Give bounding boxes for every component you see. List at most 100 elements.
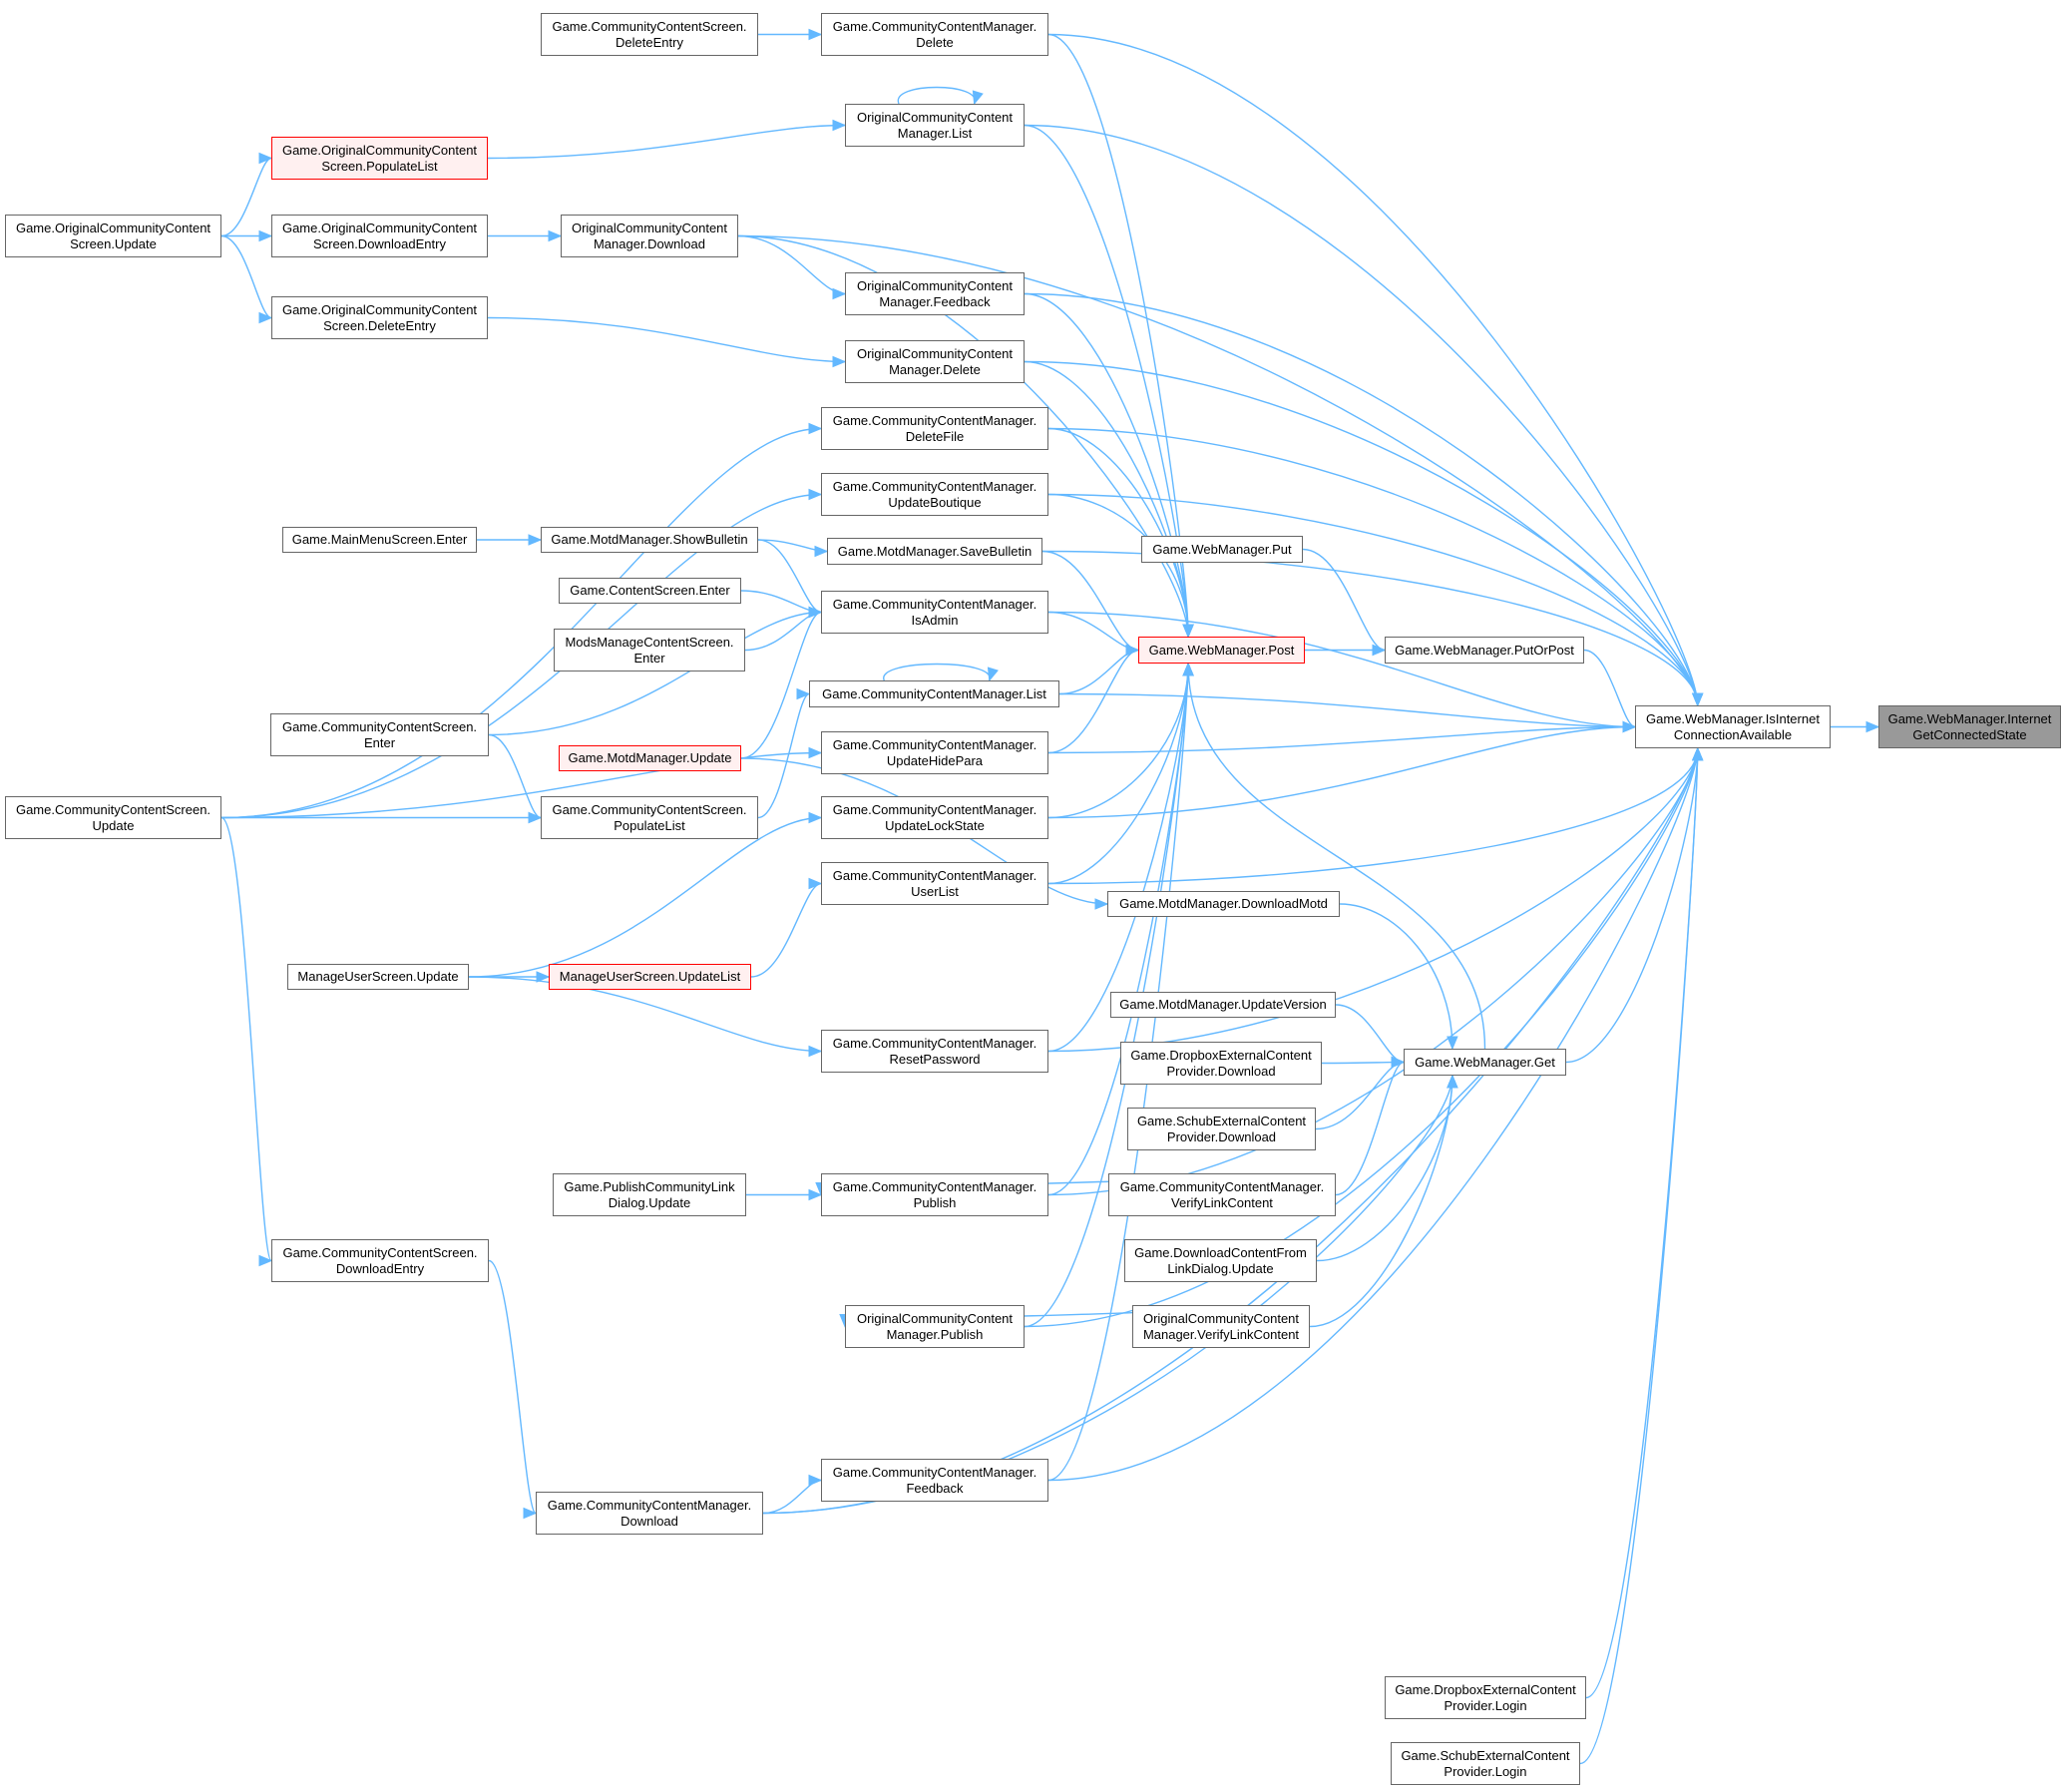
edge-ccs-update-to-ccm-updatehidepara	[220, 751, 822, 819]
node-schub-login[interactable]: Game.SchubExternalContent Provider.Login	[1391, 1742, 1580, 1785]
node-ccm-feedback[interactable]: Game.CommunityContentManager. Feedback	[821, 1459, 1048, 1502]
node-wm-isinternet[interactable]: Game.WebManager.IsInternet ConnectionAva…	[1635, 705, 1831, 748]
node-dlfromlink-update[interactable]: Game.DownloadContentFrom LinkDialog.Upda…	[1124, 1239, 1317, 1282]
edge-mus-updatelist-to-ccm-userlist-arrowhead	[808, 877, 823, 890]
edge-ccm-publish-to-wm-post	[1047, 663, 1189, 1196]
node-ccm-list[interactable]: Game.CommunityContentManager.List	[809, 680, 1059, 707]
edge-motd-update-to-motd-downloadmotd-arrowhead	[1094, 898, 1109, 910]
node-motd-update[interactable]: Game.MotdManager.Update	[559, 745, 741, 771]
node-wm-put[interactable]: Game.WebManager.Put	[1141, 536, 1303, 563]
node-occs-populatelist[interactable]: Game.OriginalCommunityContent Screen.Pop…	[271, 137, 488, 180]
node-occm-verifylink[interactable]: OriginalCommunityContent Manager.VerifyL…	[1132, 1305, 1310, 1348]
node-motd-updateversion[interactable]: Game.MotdManager.UpdateVersion	[1110, 992, 1336, 1018]
edge-dropbox-login-to-wm-isinternet	[1585, 747, 1699, 1699]
node-ccm-updatehidepara[interactable]: Game.CommunityContentManager. UpdateHide…	[821, 731, 1048, 774]
node-mus-updatelist[interactable]: ManageUserScreen.UpdateList	[549, 964, 751, 990]
node-ccs-downloadentry[interactable]: Game.CommunityContentScreen. DownloadEnt…	[271, 1239, 489, 1282]
edge-mus-update-to-ccm-updatelockstate	[468, 816, 822, 978]
edge-ccm-verifylink-to-wm-get-arrowhead	[1391, 1056, 1406, 1069]
node-ccm-updatelockstate[interactable]: Game.CommunityContentManager. UpdateLock…	[821, 796, 1048, 839]
edge-schub-download-to-wm-get	[1315, 1061, 1405, 1130]
node-mods-enter[interactable]: ModsManageContentScreen. Enter	[554, 629, 745, 672]
node-contentscreen-enter[interactable]: Game.ContentScreen.Enter	[559, 578, 741, 604]
node-occm-list[interactable]: OriginalCommunityContent Manager.List	[845, 104, 1025, 147]
edge-motd-savebulletin-to-wm-isinternet-arrowhead	[1691, 692, 1704, 707]
edge-ccm-userlist-to-wm-isinternet	[1047, 747, 1699, 885]
edge-motd-savebulletin-to-wm-post-arrowhead	[1125, 644, 1140, 657]
edge-ccs-downloadentry-to-ccm-download	[488, 1259, 537, 1515]
node-wm-get[interactable]: Game.WebManager.Get	[1404, 1049, 1566, 1076]
node-motd-showbulletin[interactable]: Game.MotdManager.ShowBulletin	[541, 527, 758, 553]
node-dropbox-login[interactable]: Game.DropboxExternalContent Provider.Log…	[1385, 1676, 1586, 1719]
node-ccm-delete[interactable]: Game.CommunityContentManager. Delete	[821, 13, 1048, 56]
node-ccs-deleteentry[interactable]: Game.CommunityContentScreen. DeleteEntry	[541, 13, 758, 56]
edge-mus-updatelist-to-ccm-userlist	[750, 882, 822, 978]
edge-wm-get-to-wm-post	[1187, 663, 1486, 1050]
edge-motd-downloadmotd-to-wm-get-arrowhead	[1447, 1036, 1458, 1051]
node-occs-update[interactable]: Game.OriginalCommunityContent Screen.Upd…	[5, 215, 221, 257]
edge-ccm-list-to-ccm-list	[883, 663, 991, 681]
edge-motd-updateversion-to-wm-get	[1335, 1004, 1405, 1064]
node-motd-downloadmotd[interactable]: Game.MotdManager.DownloadMotd	[1107, 891, 1340, 917]
edge-ccs-downloadentry-to-ccm-download-arrowhead	[523, 1507, 538, 1520]
node-wm-putorpost[interactable]: Game.WebManager.PutOrPost	[1385, 637, 1584, 664]
edge-motd-savebulletin-to-wm-post	[1041, 550, 1139, 652]
edge-occm-list-to-occm-list	[897, 86, 976, 105]
node-schub-download[interactable]: Game.SchubExternalContent Provider.Downl…	[1127, 1108, 1316, 1150]
node-ccs-populatelist[interactable]: Game.CommunityContentScreen. PopulateLis…	[541, 796, 758, 839]
edge-occm-delete-to-wm-isinternet	[1024, 360, 1699, 706]
edge-ccm-deletefile-to-wm-isinternet	[1047, 427, 1699, 706]
node-occs-deleteentry[interactable]: Game.OriginalCommunityContent Screen.Del…	[271, 296, 488, 339]
node-dropbox-download[interactable]: Game.DropboxExternalContent Provider.Dow…	[1120, 1042, 1322, 1085]
node-ccs-update[interactable]: Game.CommunityContentScreen. Update	[5, 796, 221, 839]
node-occm-publish[interactable]: OriginalCommunityContent Manager.Publish	[845, 1305, 1025, 1348]
node-ccm-verifylink[interactable]: Game.CommunityContentManager. VerifyLink…	[1108, 1173, 1336, 1216]
node-ccm-isadmin[interactable]: Game.CommunityContentManager. IsAdmin	[821, 591, 1048, 634]
node-ccs-enter[interactable]: Game.CommunityContentScreen. Enter	[270, 713, 489, 756]
edge-ccs-update-to-ccs-populatelist-arrowhead	[528, 811, 543, 824]
edge-ccs-update-to-ccs-downloadentry	[220, 816, 272, 1262]
node-ccm-updateboutique[interactable]: Game.CommunityContentManager. UpdateBout…	[821, 473, 1048, 516]
edge-occs-deleteentry-to-occm-delete	[487, 316, 846, 363]
edge-ccm-updatelockstate-to-wm-post-arrowhead	[1182, 662, 1194, 676]
edge-ccm-list-to-wm-isinternet	[1058, 692, 1636, 728]
node-mus-update[interactable]: ManageUserScreen.Update	[287, 964, 469, 990]
edge-motd-showbulletin-to-motd-savebulletin-arrowhead	[814, 545, 829, 558]
node-ccm-userlist[interactable]: Game.CommunityContentManager. UserList	[821, 862, 1048, 905]
node-ccm-deletefile[interactable]: Game.CommunityContentManager. DeleteFile	[821, 407, 1048, 450]
node-ccm-publish[interactable]: Game.CommunityContentManager. Publish	[821, 1173, 1048, 1216]
edge-ccm-updatehidepara-to-wm-post	[1047, 649, 1139, 754]
edge-ccs-enter-to-ccs-populatelist	[488, 733, 542, 819]
node-wm-post[interactable]: Game.WebManager.Post	[1138, 637, 1305, 664]
edge-motd-update-to-ccm-isadmin	[740, 611, 822, 759]
node-occm-download[interactable]: OriginalCommunityContent Manager.Downloa…	[561, 215, 738, 257]
edge-ccm-updatelockstate-to-wm-isinternet-arrowhead	[1622, 720, 1637, 733]
edge-occm-download-to-occm-feedback	[737, 234, 846, 295]
node-publishlink-update[interactable]: Game.PublishCommunityLink Dialog.Update	[553, 1173, 746, 1216]
edge-occm-list-to-wm-isinternet	[1024, 124, 1699, 706]
edge-schub-login-to-wm-isinternet-arrowhead	[1691, 746, 1704, 761]
node-wm-internetgetconnected[interactable]: Game.WebManager.Internet GetConnectedSta…	[1878, 705, 2061, 748]
edge-ccm-resetpassword-to-wm-post	[1047, 663, 1189, 1053]
node-occm-feedback[interactable]: OriginalCommunityContent Manager.Feedbac…	[845, 272, 1025, 315]
edge-ccm-list-to-wm-post	[1058, 649, 1139, 695]
edge-wm-put-to-wm-putorpost	[1302, 548, 1386, 652]
edge-ccm-resetpassword-to-wm-isinternet	[1047, 747, 1699, 1053]
edge-occm-verifylink-to-wm-get	[1309, 1075, 1453, 1328]
node-motd-savebulletin[interactable]: Game.MotdManager.SaveBulletin	[827, 538, 1042, 565]
edge-wm-putorpost-to-wm-isinternet	[1583, 649, 1636, 728]
node-occm-delete[interactable]: OriginalCommunityContent Manager.Delete	[845, 340, 1025, 383]
edge-motd-downloadmotd-to-wm-get	[1339, 903, 1453, 1050]
edge-occs-populatelist-to-occm-list	[487, 124, 846, 160]
edge-ccm-updatelockstate-to-wm-isinternet	[1047, 725, 1636, 819]
edge-ccm-download-to-ccm-feedback	[762, 1479, 822, 1515]
edge-ccm-updatehidepara-to-wm-isinternet	[1047, 725, 1636, 754]
node-mainmenu-enter[interactable]: Game.MainMenuScreen.Enter	[282, 527, 477, 553]
edge-ccs-update-to-ccs-downloadentry-arrowhead	[258, 1254, 273, 1267]
edge-ccs-update-to-ccm-updateboutique-arrowhead	[808, 488, 823, 501]
edge-occm-feedback-to-wm-post	[1024, 292, 1189, 638]
node-ccm-download[interactable]: Game.CommunityContentManager. Download	[536, 1492, 763, 1535]
node-occs-downloadentry[interactable]: Game.OriginalCommunityContent Screen.Dow…	[271, 215, 488, 257]
node-ccm-resetpassword[interactable]: Game.CommunityContentManager. ResetPassw…	[821, 1030, 1048, 1073]
edge-ccm-verifylink-to-wm-get	[1335, 1061, 1405, 1196]
